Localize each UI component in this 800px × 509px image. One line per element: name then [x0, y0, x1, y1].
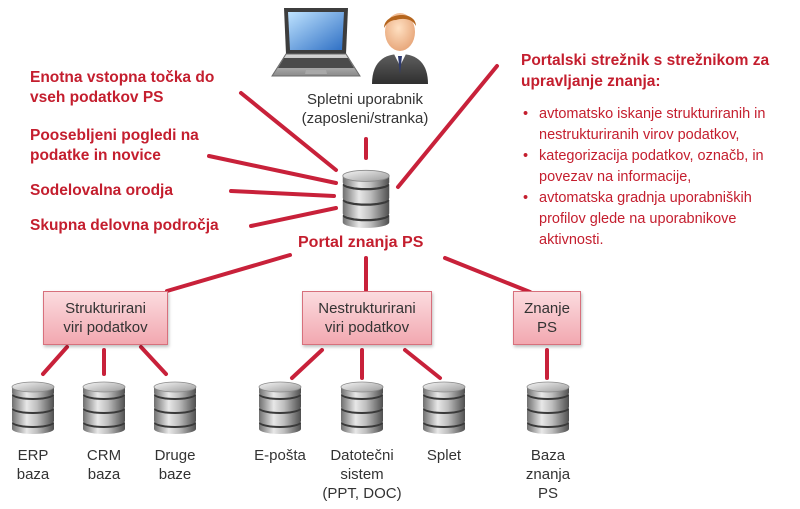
- connector-eposta: [290, 348, 324, 380]
- source-web-line1: Splet: [426, 447, 462, 464]
- feature-label-3: Sodelovalna orodja: [30, 181, 173, 201]
- portal-title: Portal znanja PS: [298, 234, 424, 251]
- connector-server: [396, 64, 499, 189]
- feature-2-line1: Poosebljeni pogledi na: [30, 127, 199, 144]
- feature-1-line1: Enotna vstopna točka do: [30, 69, 215, 86]
- feature-label-2: Poosebljeni pogledi na podatke in novice: [30, 126, 199, 166]
- source-knowledge-line2: znanja: [525, 466, 571, 483]
- source-label-crm: CRM baza: [71, 446, 137, 484]
- server-bullet-2: kategorizacija podatkov, označb, in pove…: [521, 146, 796, 188]
- source-label-erp: ERP baza: [0, 446, 66, 484]
- source-filesystem-line1: Datotečni: [330, 447, 394, 464]
- erp-database-icon: [11, 381, 55, 435]
- source-email-line1: E-pošta: [254, 447, 306, 464]
- source-erp-line1: ERP: [17, 447, 49, 464]
- category-unstructured-line2: viri podatkov: [324, 319, 410, 336]
- server-bullet-list: avtomatsko iskanje strukturiranih in nes…: [521, 104, 796, 251]
- filesystem-database-icon: [340, 381, 384, 435]
- connector-feature-2: [207, 154, 338, 185]
- connector-portal-structured: [165, 253, 292, 293]
- connector-portal-knowledge: [443, 256, 532, 294]
- source-label-email: E-pošta: [245, 446, 315, 465]
- source-knowledge-line1: Baza: [530, 447, 566, 464]
- web-database-icon: [422, 381, 466, 435]
- feature-3-line1: Sodelovalna orodja: [30, 182, 173, 199]
- source-label-web: Splet: [409, 446, 479, 465]
- source-other-line2: baze: [158, 466, 192, 483]
- feature-label-4: Skupna delovna področja: [30, 216, 219, 236]
- category-unstructured-line1: Nestrukturirani: [318, 300, 416, 317]
- category-structured-line2: viri podatkov: [63, 319, 148, 336]
- server-title: Portalski strežnik s strežnikom za uprav…: [521, 52, 770, 90]
- category-box-knowledge: Znanje PS: [513, 291, 581, 345]
- source-filesystem-line3: (PPT, DOC): [322, 485, 402, 502]
- feature-1-line2: vseh podatkov PS: [30, 89, 164, 106]
- category-knowledge-line2: PS: [536, 319, 557, 336]
- web-user-line2: (zaposleni/stranka): [301, 110, 429, 127]
- laptop-icon: [271, 8, 361, 77]
- source-knowledge-line3: PS: [537, 485, 558, 502]
- category-structured-line1: Strukturirani: [65, 300, 146, 317]
- category-box-unstructured: Nestrukturirani viri podatkov: [302, 291, 432, 345]
- category-knowledge-line1: Znanje: [524, 300, 570, 317]
- connector-splet: [403, 348, 442, 380]
- source-crm-line1: CRM: [86, 447, 122, 464]
- connector-druge: [139, 345, 168, 376]
- connector-feature-4: [249, 206, 338, 228]
- connector-feature-3: [229, 189, 336, 198]
- source-label-other: Druge baze: [142, 446, 208, 484]
- portal-database-icon: [342, 169, 390, 229]
- feature-label-1: Enotna vstopna točka do vseh podatkov PS: [30, 68, 214, 108]
- server-bullet-3: avtomatska gradnja uporabniških profilov…: [521, 188, 796, 251]
- feature-2-line2: podatke in novice: [30, 147, 161, 164]
- web-user-line1: Spletni uporabnik: [307, 91, 423, 108]
- other-database-icon: [153, 381, 197, 435]
- source-crm-line2: baza: [87, 466, 121, 483]
- email-database-icon: [258, 381, 302, 435]
- connector-erp: [41, 345, 69, 376]
- server-bullet-1: avtomatsko iskanje strukturiranih in nes…: [521, 104, 796, 146]
- connector-feature-1: [239, 91, 338, 172]
- source-label-knowledge: Baza znanja PS: [513, 446, 583, 503]
- source-filesystem-line2: sistem: [340, 466, 384, 483]
- web-user-label: Spletni uporabnik (zaposleni/stranka): [270, 90, 460, 128]
- crm-database-icon: [82, 381, 126, 435]
- user-icon: [372, 13, 428, 84]
- knowledge-database-icon: [526, 381, 570, 435]
- category-box-structured: Strukturirani viri podatkov: [43, 291, 168, 345]
- source-other-line1: Druge: [154, 447, 196, 464]
- source-label-filesystem: Datotečni sistem (PPT, DOC): [307, 446, 417, 503]
- source-erp-line2: baza: [16, 466, 50, 483]
- feature-4-line1: Skupna delovna področja: [30, 217, 219, 234]
